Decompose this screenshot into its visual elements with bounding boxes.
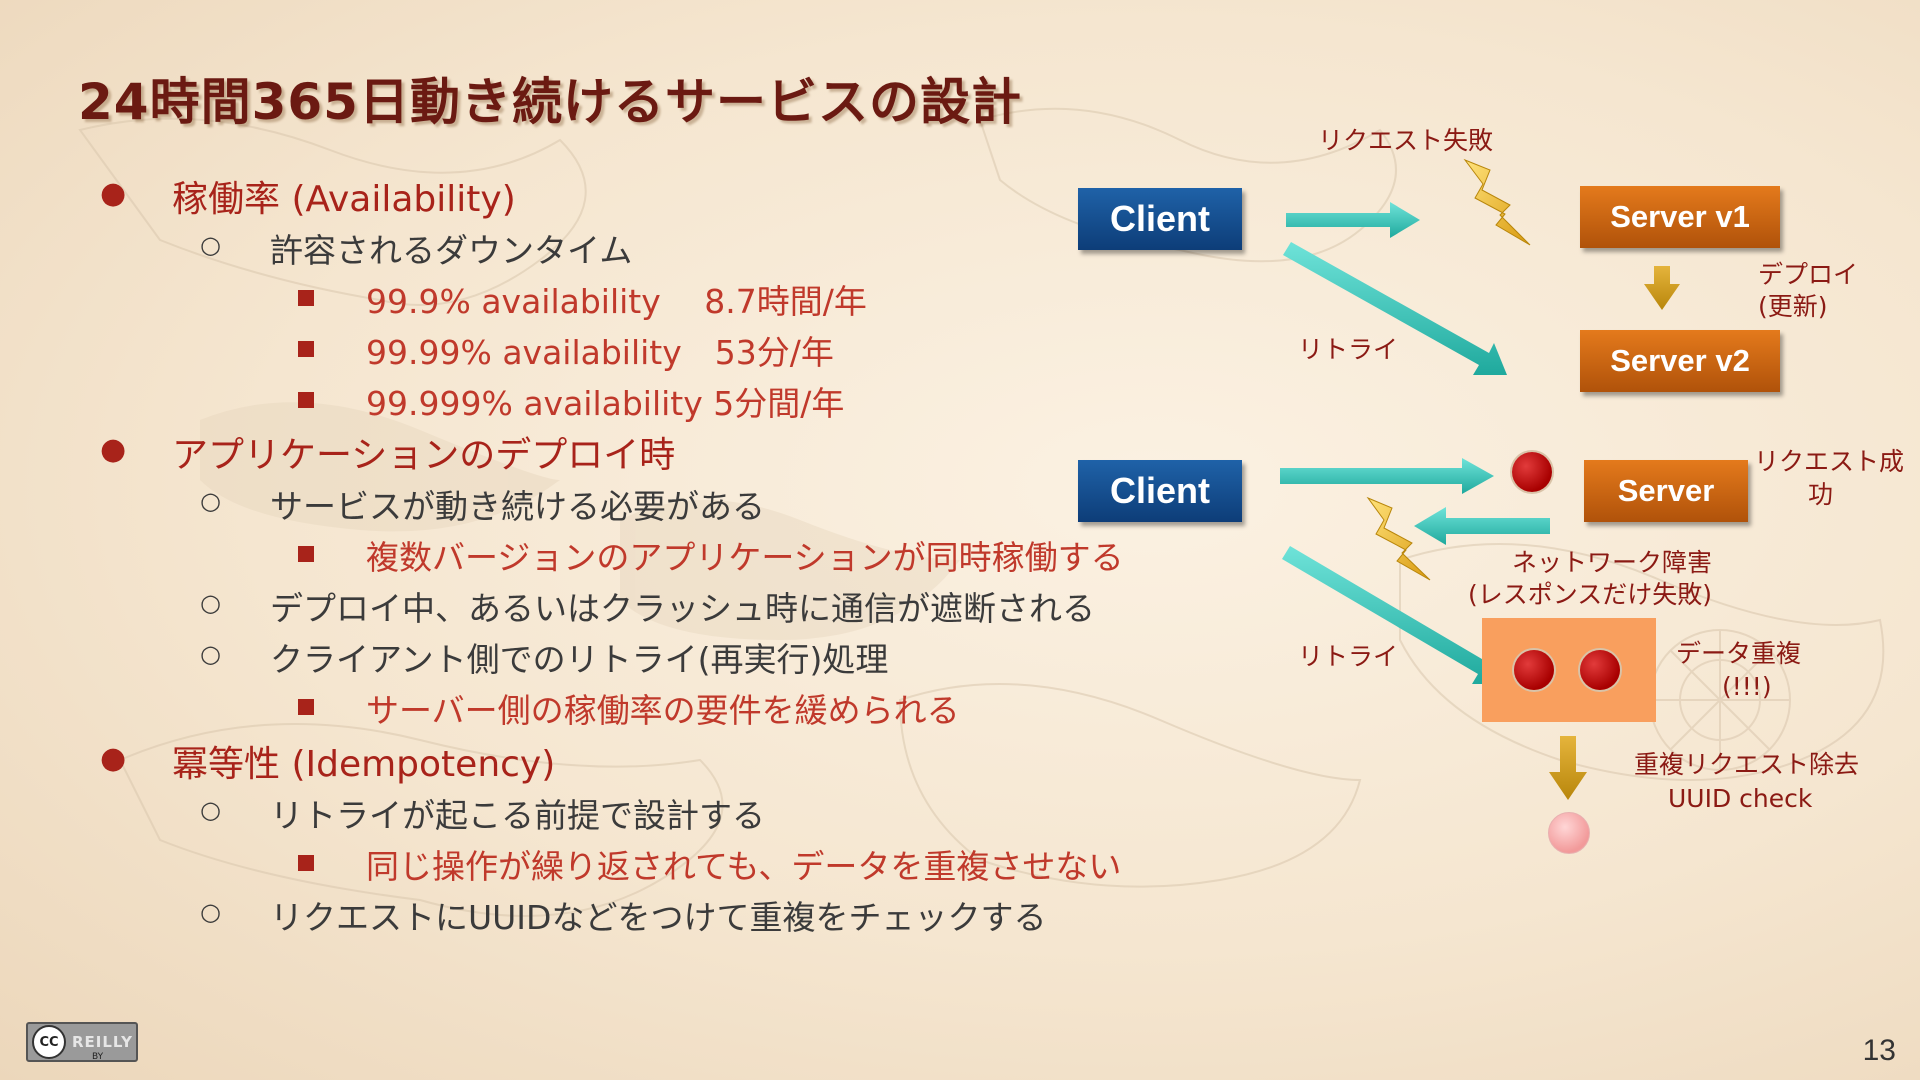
request-dot — [1512, 452, 1552, 492]
sub-bullet-must-run: サービスが動き続ける必要がある — [270, 487, 765, 526]
sub-sub-bullet-relaxed: サーバー側の稼働率の要件を緩められる — [366, 691, 960, 730]
page-number: 13 — [1862, 1034, 1896, 1067]
label-request-success: リクエスト成 — [1754, 447, 1905, 476]
availability-row-2: 99.99% availability 53分/年 — [366, 333, 834, 372]
label-uuid-check: UUID check — [1668, 784, 1813, 813]
availability-row-3: 99.999% availability 5分間/年 — [366, 384, 845, 423]
deduplicated-dot — [1548, 812, 1590, 854]
sub-bullet-design: リトライが起こる前提で設計する — [270, 796, 765, 835]
label-request-failed: リクエスト失敗 — [1318, 126, 1494, 155]
cc-icon: CC — [32, 1025, 66, 1059]
arrow-retry-top — [1283, 242, 1507, 375]
sub-sub-bullet-square — [298, 341, 314, 357]
sub-sub-bullet-square — [298, 290, 314, 306]
label-update: (更新) — [1758, 292, 1828, 321]
slide-title: 24時間365日動き続けるサービスの設計 — [78, 73, 1022, 131]
server-box: Server — [1584, 460, 1748, 522]
sub-bullet-circle: ○ — [200, 231, 221, 259]
bullet-dot: ● — [100, 741, 127, 776]
sub-bullet-circle: ○ — [200, 898, 221, 926]
sub-bullet-circle: ○ — [200, 589, 221, 617]
availability-row-1: 99.9% availability 8.7時間/年 — [366, 282, 867, 321]
label-response-only-failed: (レスポンスだけ失敗) — [1468, 580, 1713, 609]
arrow-dedup-down — [1549, 736, 1587, 800]
sub-bullet-uuid: リクエストにUUIDなどをつけて重複をチェックする — [270, 898, 1047, 937]
sub-bullet-circle: ○ — [200, 487, 221, 515]
sub-bullet-client-retry: クライアント側でのリトライ(再実行)処理 — [270, 640, 889, 679]
cc-license-badge: CC REILLY — [26, 1022, 138, 1062]
label-data-duplicate: データ重複 — [1676, 639, 1802, 668]
cc-badge-label: REILLY — [72, 1033, 134, 1051]
cc-badge-sub: BY — [92, 1052, 104, 1062]
label-request-success-2: 功 — [1808, 480, 1834, 509]
sub-bullet-downtime: 許容されるダウンタイム — [270, 231, 633, 270]
arrow-request-bottom — [1280, 458, 1494, 494]
label-network-failure: ネットワーク障害 — [1512, 548, 1713, 577]
client-box-top: Client — [1078, 188, 1242, 250]
sub-sub-bullet-square — [298, 855, 314, 871]
duplicate-area — [1482, 618, 1656, 722]
label-deploy: デプロイ — [1758, 260, 1859, 289]
sub-sub-bullet-square — [298, 546, 314, 562]
sub-sub-bullet-multi-version: 複数バージョンのアプリケーションが同時稼働する — [366, 538, 1124, 577]
label-dedup: 重複リクエスト除去 — [1634, 750, 1860, 779]
sub-sub-bullet-no-dup: 同じ操作が繰り返されても、データを重複させない — [366, 847, 1122, 886]
duplicate-dot — [1580, 650, 1620, 690]
sub-sub-bullet-square — [298, 392, 314, 408]
label-exclaim: (!!!) — [1722, 672, 1772, 701]
sub-bullet-interrupt: デプロイ中、あるいはクラッシュ時に通信が遮断される — [270, 589, 1095, 628]
lightning-icon — [1463, 158, 1531, 246]
arrow-deploy-down — [1644, 266, 1680, 310]
bullet-dot: ● — [100, 176, 127, 211]
server-v2-box: Server v2 — [1580, 330, 1780, 392]
duplicate-dot — [1514, 650, 1554, 690]
sub-sub-bullet-square — [298, 699, 314, 715]
sub-bullet-circle: ○ — [200, 796, 221, 824]
server-v1-box: Server v1 — [1580, 186, 1780, 248]
bullet-availability: 稼働率 (Availability) — [172, 179, 516, 220]
sub-bullet-circle: ○ — [200, 640, 221, 668]
lightning-icon — [1366, 496, 1431, 581]
label-retry-bottom: リトライ — [1298, 642, 1399, 671]
label-retry-top: リトライ — [1298, 335, 1399, 364]
arrow-response-back — [1414, 507, 1550, 545]
arrow-request-top — [1286, 202, 1420, 238]
arrow-retry-bottom — [1282, 546, 1506, 684]
client-box-bottom: Client — [1078, 460, 1242, 522]
bullet-idempotency: 冪等性 (Idempotency) — [172, 744, 556, 785]
bullet-dot: ● — [100, 432, 127, 467]
bullet-deploy: アプリケーションのデプロイ時 — [172, 435, 676, 476]
